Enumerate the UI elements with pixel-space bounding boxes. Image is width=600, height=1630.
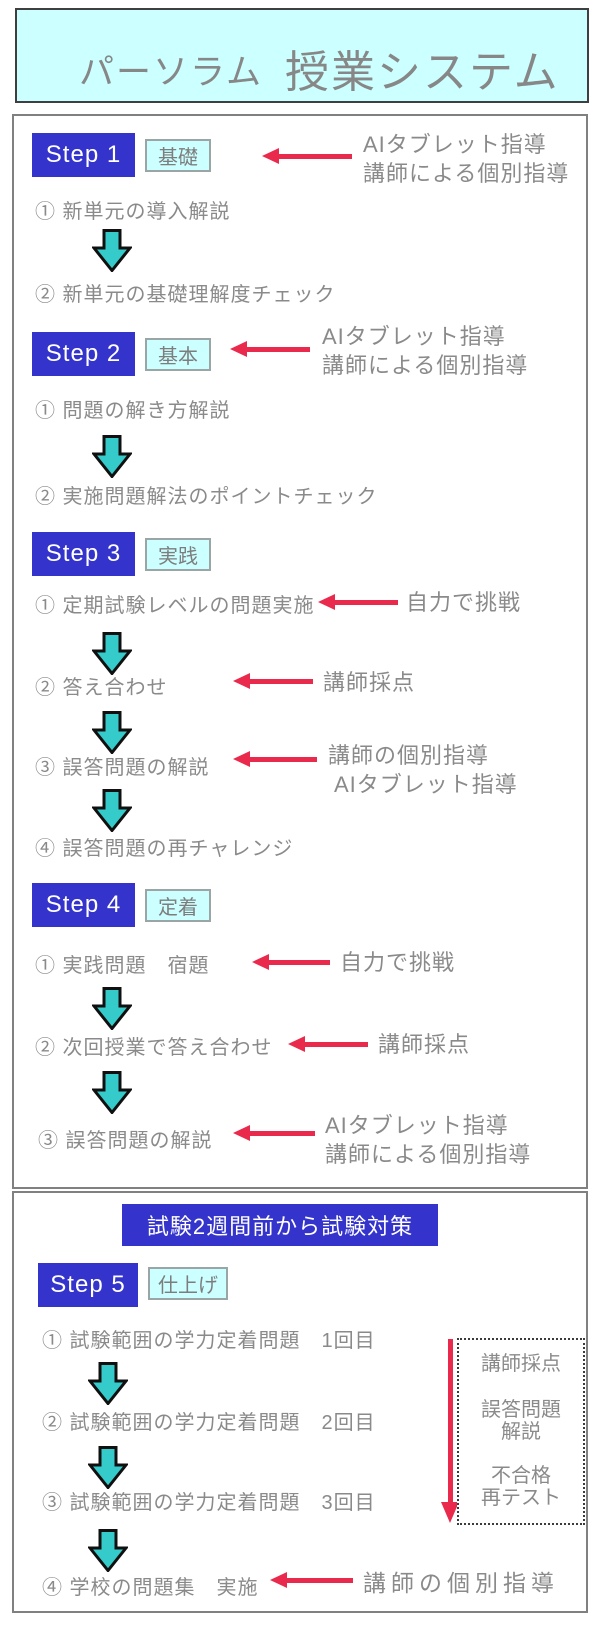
page-title: 授業システム bbox=[285, 48, 560, 97]
down-arrow-icon bbox=[90, 987, 134, 1031]
step4-box: Step 4 bbox=[32, 883, 135, 927]
grading-note-box: 講師採点 誤答問題 解説 不合格 再テスト bbox=[457, 1338, 585, 1525]
left-arrow-icon bbox=[233, 751, 317, 767]
step5-item2: ② 試験範囲の学力定着問題 2回目 bbox=[42, 1412, 376, 1434]
step4-item3: ③ 誤答問題の解説 bbox=[38, 1130, 213, 1152]
step2-tag: 基本 bbox=[145, 338, 211, 371]
step4-tag: 定着 bbox=[145, 889, 211, 922]
side-note-line: 不合格 bbox=[491, 1465, 551, 1487]
step2-item1: ① 問題の解き方解説 bbox=[35, 400, 231, 422]
arrow-line bbox=[248, 1130, 315, 1136]
step5-item4: ④ 学校の問題集 実施 bbox=[42, 1577, 259, 1599]
brand-name: パーソラム bbox=[79, 53, 263, 92]
down-arrow-icon bbox=[90, 711, 134, 755]
step5-box: Step 5 bbox=[38, 1263, 138, 1307]
side-note-line: 解説 bbox=[501, 1421, 541, 1443]
left-arrow-icon bbox=[233, 673, 313, 689]
step3-item4: ④ 誤答問題の再チャレンジ bbox=[35, 838, 294, 860]
step4-item1-note: 自力で挑戦 bbox=[340, 950, 456, 975]
down-arrow-icon bbox=[90, 435, 134, 479]
step2-note: AIタブレット指導 講師による個別指導 bbox=[322, 322, 528, 380]
exam-banner: 試験2週間前から試験対策 bbox=[122, 1204, 438, 1246]
arrow-head bbox=[233, 673, 250, 689]
note-line: 講師の個別指導 bbox=[328, 743, 490, 768]
step3-box: Step 3 bbox=[32, 532, 135, 576]
step4-item2: ② 次回授業で答え合わせ bbox=[35, 1037, 273, 1059]
step5-item3: ③ 試験範囲の学力定着問題 3回目 bbox=[42, 1492, 376, 1514]
step2-item2: ② 実施問題解法のポイントチェック bbox=[35, 486, 378, 508]
arrow-line bbox=[248, 678, 313, 684]
step5-tag: 仕上げ bbox=[148, 1267, 228, 1300]
left-arrow-icon bbox=[252, 954, 330, 970]
left-arrow-icon bbox=[270, 1572, 353, 1588]
side-note-line: 誤答問題 bbox=[481, 1399, 561, 1421]
arrow-head bbox=[230, 341, 247, 357]
down-arrow-icon bbox=[90, 229, 134, 273]
step4-item3-note: AIタブレット指導 講師による個別指導 bbox=[325, 1111, 531, 1169]
header-banner: パーソラム 授業システム bbox=[15, 8, 589, 103]
note-line: AIタブレット指導 bbox=[322, 324, 506, 349]
down-arrow-icon bbox=[86, 1529, 130, 1573]
note-line: 講師による個別指導 bbox=[322, 353, 529, 378]
arrow-line bbox=[303, 1041, 368, 1047]
note-line: AIタブレット指導 bbox=[363, 132, 547, 157]
step4-item1: ① 実践問題 宿題 bbox=[35, 955, 210, 977]
note-line: 講師による個別指導 bbox=[325, 1142, 532, 1167]
note-line: AIタブレット指導 bbox=[325, 1113, 509, 1138]
arrow-head bbox=[441, 1502, 459, 1523]
arrow-head bbox=[270, 1572, 287, 1588]
step1-tag: 基礎 bbox=[145, 139, 211, 172]
left-arrow-icon bbox=[230, 341, 310, 357]
arrow-line bbox=[277, 153, 352, 159]
arrow-line bbox=[447, 1339, 453, 1502]
step5-item1: ① 試験範囲の学力定着問題 1回目 bbox=[42, 1330, 376, 1352]
step3-item3-note: 講師の個別指導 AIタブレット指導 bbox=[328, 741, 518, 799]
down-arrow-icon bbox=[86, 1362, 130, 1406]
note-line: 講師による個別指導 bbox=[363, 161, 570, 186]
arrow-line bbox=[245, 346, 310, 352]
step3-item3: ③ 誤答問題の解説 bbox=[35, 757, 210, 779]
down-arrow-icon bbox=[90, 632, 134, 676]
down-arrow-icon bbox=[90, 789, 134, 833]
arrow-head bbox=[262, 148, 279, 164]
down-arrow-icon bbox=[90, 1071, 134, 1115]
step5-item4-note: 講師の個別指導 bbox=[363, 1570, 559, 1596]
arrow-line bbox=[267, 959, 330, 965]
step3-tag: 実践 bbox=[145, 538, 211, 571]
left-arrow-icon bbox=[288, 1036, 368, 1052]
step1-note: AIタブレット指導 講師による個別指導 bbox=[363, 130, 569, 188]
step1-item1: ① 新単元の導入解説 bbox=[35, 201, 231, 223]
note-line: AIタブレット指導 bbox=[334, 772, 518, 797]
side-note-line: 講師採点 bbox=[481, 1353, 561, 1375]
arrow-head bbox=[233, 1125, 250, 1141]
arrow-line bbox=[248, 756, 317, 762]
arrow-head bbox=[252, 954, 269, 970]
arrow-line bbox=[333, 599, 398, 605]
step1-item2: ② 新単元の基礎理解度チェック bbox=[35, 284, 336, 306]
red-down-arrow-icon bbox=[440, 1339, 460, 1523]
step3-item2-note: 講師採点 bbox=[323, 670, 416, 695]
arrow-head bbox=[318, 594, 335, 610]
left-arrow-icon bbox=[318, 594, 398, 610]
arrow-head bbox=[288, 1036, 305, 1052]
step4-item2-note: 講師採点 bbox=[378, 1032, 471, 1057]
left-arrow-icon bbox=[262, 148, 352, 164]
step3-item1-note: 自力で挑戦 bbox=[406, 590, 522, 615]
step1-box: Step 1 bbox=[32, 133, 135, 177]
step3-item1: ① 定期試験レベルの問題実施 bbox=[35, 595, 315, 617]
side-note-line: 再テスト bbox=[481, 1487, 561, 1509]
step3-item2: ② 答え合わせ bbox=[35, 677, 168, 699]
step2-box: Step 2 bbox=[32, 332, 135, 376]
left-arrow-icon bbox=[233, 1125, 315, 1141]
down-arrow-icon bbox=[86, 1446, 130, 1490]
arrow-line bbox=[285, 1577, 353, 1583]
arrow-head bbox=[233, 751, 250, 767]
